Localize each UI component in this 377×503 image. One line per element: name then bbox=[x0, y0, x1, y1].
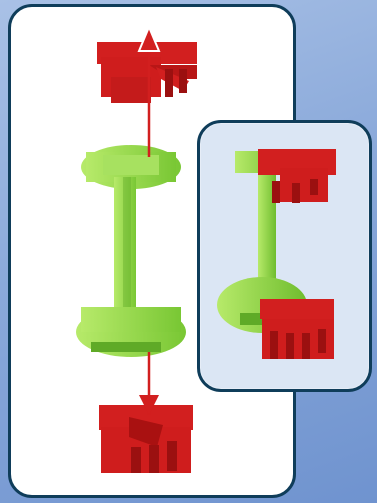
assembled-connector-detail-icon bbox=[200, 123, 375, 395]
bottom-red-connector-icon bbox=[99, 405, 193, 473]
green-spacer-rod-icon bbox=[76, 145, 186, 357]
assembled-detail-panel bbox=[197, 120, 372, 392]
